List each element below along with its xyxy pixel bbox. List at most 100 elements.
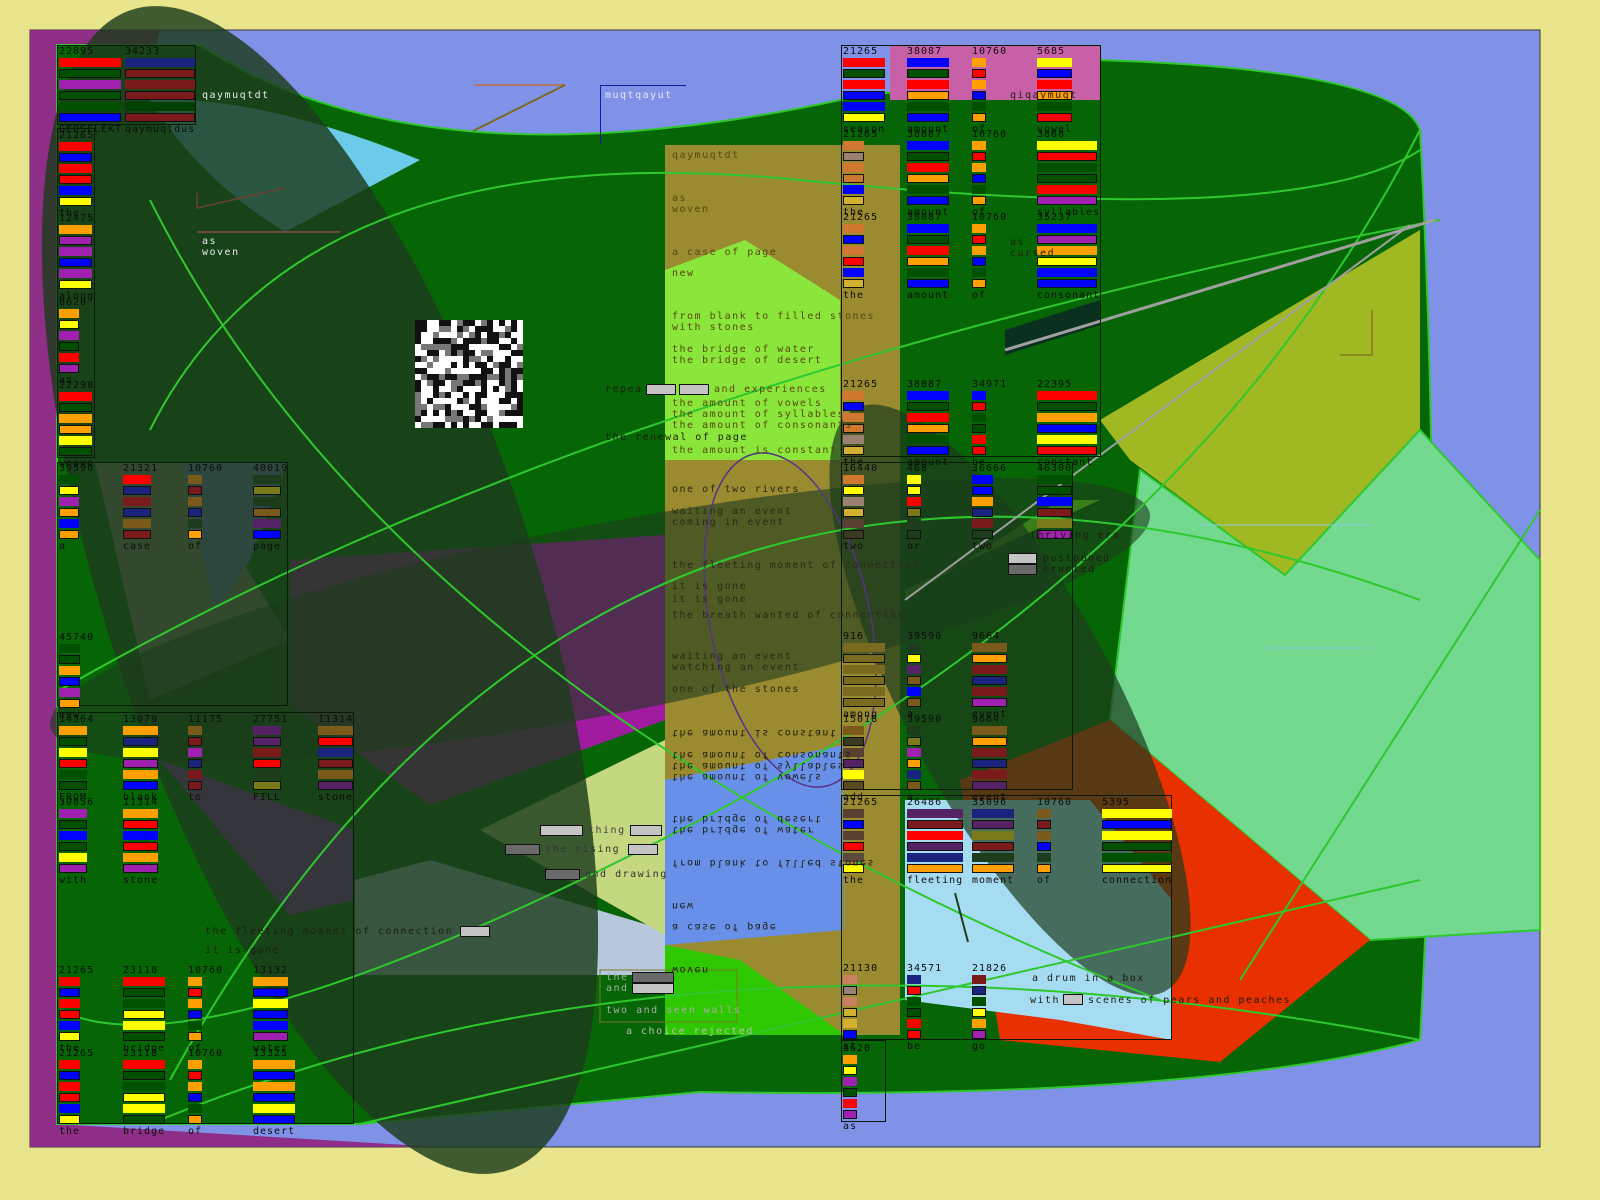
cell-count: 10760 xyxy=(188,1048,224,1059)
pixel xyxy=(499,386,505,392)
color-bar xyxy=(972,770,1007,779)
color-bar xyxy=(843,508,864,517)
pixel xyxy=(421,416,427,422)
color-bar xyxy=(1037,196,1097,205)
color-bar xyxy=(1037,508,1072,517)
with-stones: with stones xyxy=(672,322,755,333)
text-input-box[interactable] xyxy=(630,825,662,836)
pixel xyxy=(415,416,421,422)
text-input-box[interactable] xyxy=(540,825,583,836)
color-bar xyxy=(123,486,151,495)
pixel xyxy=(499,374,505,380)
color-bar xyxy=(59,280,92,289)
color-bar xyxy=(843,997,857,1006)
top-center-title: muqtqayut xyxy=(605,90,673,101)
pixel xyxy=(457,410,463,416)
cell-count: 39590 xyxy=(907,714,943,725)
color-bar xyxy=(907,831,963,840)
pixel xyxy=(415,374,421,380)
text-input-box-dark[interactable] xyxy=(632,972,674,983)
color-bar xyxy=(59,364,79,373)
mirrored-amount-vowels: the amount of vowels xyxy=(672,771,823,782)
color-bar xyxy=(907,759,921,768)
color-bar xyxy=(253,1032,288,1041)
color-bar xyxy=(253,475,281,484)
pixel xyxy=(499,380,505,386)
cell-label: of xyxy=(972,124,987,135)
text-input-box[interactable] xyxy=(628,844,658,855)
pixel xyxy=(421,326,427,332)
postponed-checkbox[interactable] xyxy=(1008,553,1037,564)
text-input-box[interactable] xyxy=(1063,994,1083,1005)
color-bar xyxy=(59,309,79,318)
text-input-box-dark[interactable] xyxy=(505,844,540,855)
pixel xyxy=(451,326,457,332)
mirrored-case-of-page: a case of page xyxy=(672,921,778,932)
color-bar xyxy=(843,737,864,746)
pixel xyxy=(439,320,445,326)
new-line: new xyxy=(672,268,695,279)
fleeting-moment: the fleeting moment of connection xyxy=(672,560,921,571)
pixel xyxy=(511,326,517,332)
amount-syllables: the amount of syllables xyxy=(672,409,845,420)
pixel xyxy=(439,416,445,422)
pixel xyxy=(445,326,451,332)
color-bar xyxy=(972,268,986,277)
color-bar xyxy=(907,185,949,194)
pixel xyxy=(481,380,487,386)
text-input-box[interactable] xyxy=(632,983,674,994)
color-bar xyxy=(907,986,921,995)
color-bar xyxy=(1037,141,1097,150)
cell-count: 21265 xyxy=(843,212,879,223)
pixel xyxy=(451,422,457,428)
cell-count: 30856 xyxy=(59,797,95,808)
text-input-box[interactable] xyxy=(460,926,490,937)
text-input-box[interactable] xyxy=(679,384,709,395)
text-input-box-dark[interactable] xyxy=(545,869,580,880)
coming-event: coming in event xyxy=(672,517,785,528)
cell-label: of xyxy=(188,541,203,552)
pixel xyxy=(433,410,439,416)
pixel xyxy=(427,386,433,392)
pixel xyxy=(493,338,499,344)
color-bar xyxy=(843,102,885,111)
pixel xyxy=(445,332,451,338)
erupted-checkbox[interactable] xyxy=(1008,564,1037,575)
color-bar xyxy=(59,988,80,997)
amount-constant: the amount is constant xyxy=(672,445,838,456)
pixel xyxy=(475,326,481,332)
pixel xyxy=(469,422,475,428)
cell-count: 38087 xyxy=(907,379,943,390)
color-bar xyxy=(123,726,158,735)
color-bar xyxy=(123,977,165,986)
pixel xyxy=(463,344,469,350)
pixel xyxy=(511,356,517,362)
pixel xyxy=(517,350,523,356)
color-bar xyxy=(59,175,92,184)
pixel xyxy=(499,320,505,326)
color-bar xyxy=(972,1030,986,1039)
text-input-box[interactable] xyxy=(646,384,676,395)
pixel xyxy=(439,380,445,386)
event-panel xyxy=(841,462,1073,790)
pixel xyxy=(451,416,457,422)
cell-count: 21265 xyxy=(843,797,879,808)
pixel xyxy=(463,386,469,392)
pixel xyxy=(487,410,493,416)
pixel xyxy=(499,416,505,422)
color-bar xyxy=(1037,257,1097,266)
cell-count: 21265 xyxy=(59,130,95,141)
pixel xyxy=(457,320,463,326)
cell-count: 15018 xyxy=(843,714,879,725)
waiting-event: waiting an event xyxy=(672,506,793,517)
color-bar xyxy=(1037,113,1072,122)
color-bar xyxy=(972,446,986,455)
color-bar xyxy=(907,1008,921,1017)
pixel xyxy=(433,356,439,362)
color-bar xyxy=(907,997,921,1006)
pixel xyxy=(439,422,445,428)
